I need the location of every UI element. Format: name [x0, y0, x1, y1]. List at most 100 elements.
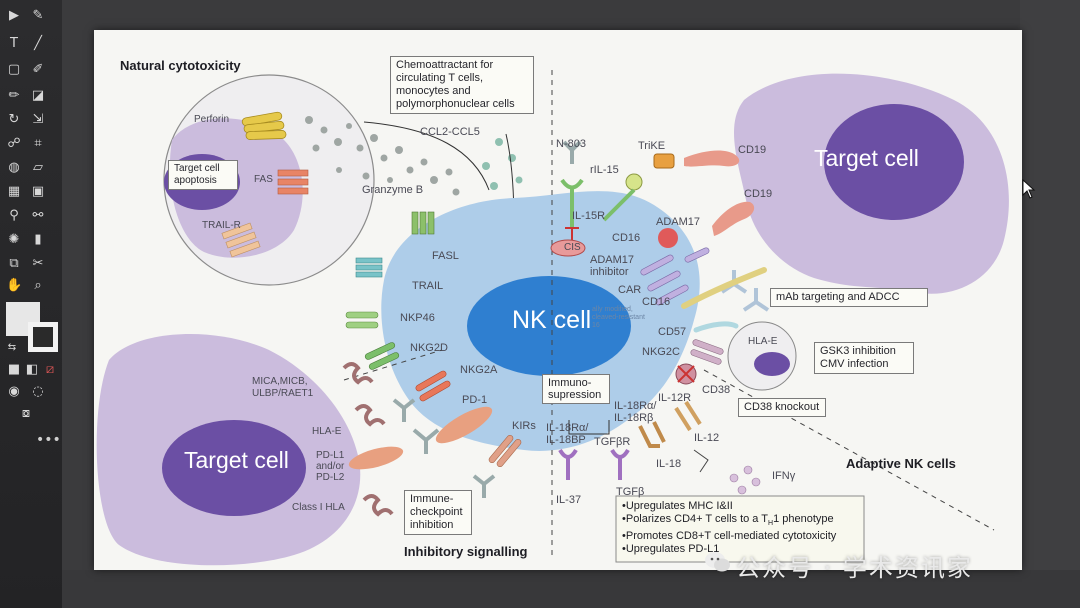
rotate-tool-icon[interactable]: ↻: [8, 112, 20, 127]
cd19-mid: [712, 201, 755, 236]
label-il18: IL-18: [656, 458, 682, 470]
nk-cell-nucleus: [467, 276, 631, 376]
label-n803: N-803: [556, 138, 586, 150]
screen-mode-icon[interactable]: ⧇: [21, 406, 31, 421]
label-trail-r: TRAIL-R: [202, 220, 241, 231]
hla-e-ligand: [354, 404, 386, 427]
y-antibody-left: [392, 398, 416, 422]
label-il12r: IL-12R: [658, 392, 692, 404]
perspective-tool-icon[interactable]: ▱: [33, 160, 43, 175]
nk-cell-label: NK cell: [512, 306, 592, 334]
label-pd1: PD-1: [462, 394, 488, 406]
none-mode-icon[interactable]: ⧄: [45, 362, 55, 377]
label-class1-hla: Class I HLA: [292, 502, 345, 513]
line-tool-icon[interactable]: ╱: [34, 36, 42, 51]
artboard-tool-icon[interactable]: ⧉: [9, 256, 19, 271]
nkg2a-receptor: [415, 370, 451, 402]
more-tools-icon[interactable]: •••: [36, 432, 61, 448]
section-natural-cytotoxicity: Natural cytotoxicity: [120, 58, 241, 73]
figure-illustration[interactable]: [94, 30, 1022, 570]
bullet-1: •Upregulates MHC I&II: [622, 500, 733, 512]
mouse-cursor-icon: [1022, 179, 1036, 199]
type-tool-icon[interactable]: T: [10, 36, 18, 51]
label-nkg2d: NKG2D: [410, 342, 448, 354]
label-il12: IL-12: [694, 432, 720, 444]
label-fas: FAS: [254, 174, 273, 185]
blend-tool-icon[interactable]: ⚯: [32, 208, 44, 223]
artboard[interactable]: Natural cytotoxicity Inhibitory signalli…: [94, 30, 1022, 570]
eraser-tool-icon[interactable]: ◪: [31, 88, 45, 103]
label-cd19-mid: CD19: [744, 188, 773, 200]
label-nkp46: NKP46: [400, 312, 435, 324]
il18r-receptor: [638, 421, 666, 448]
graph-tool-icon[interactable]: ▮: [34, 232, 42, 247]
label-nkg2c: NKG2C: [642, 346, 680, 358]
draw-behind-icon[interactable]: ◌: [32, 384, 44, 399]
cd19-top: [684, 150, 740, 167]
gradient-tool-icon[interactable]: ▣: [31, 184, 45, 199]
pd1-receptor: [435, 406, 493, 444]
mab-targeting-box: mAb targeting and ADCC: [770, 288, 928, 307]
checkpoint-box: Immune- checkpoint inhibition: [404, 490, 472, 535]
trail-r-receptor: [221, 222, 261, 258]
swap-colors-icon[interactable]: ⇆: [7, 342, 17, 353]
warp-tool-icon[interactable]: ☍: [7, 136, 21, 151]
tools-panel: ▶ ✎ T ╱ ▢ ✐ ✏ ◪ ↻ ⇲ ☍ ⌗ ◍ ▱ ▦ ▣ ⚲ ⚯ ✺ ▮ …: [0, 0, 62, 608]
label-il15r: IL-15R: [572, 210, 606, 222]
tgfbr-receptor: [610, 448, 630, 480]
class1-hla-ligand: [362, 494, 394, 517]
stroke-color-swatch[interactable]: [28, 322, 58, 352]
adam17-protease: [658, 228, 678, 248]
ifng-dots: [729, 465, 761, 495]
granzyme-granules: [305, 116, 460, 196]
label-nk-small-text: ally modified, cleaved-resistant 16: [592, 306, 645, 329]
draw-mode-icon[interactable]: ◉: [8, 384, 20, 399]
label-adam17: ADAM17: [656, 216, 701, 228]
rectangle-tool-icon[interactable]: ▢: [7, 62, 21, 77]
pencil-tool-icon[interactable]: ✏: [8, 88, 20, 103]
label-ulbp: ULBP/RAET1: [252, 388, 314, 399]
paintbrush-tool-icon[interactable]: ✐: [32, 62, 44, 77]
mesh-tool-icon[interactable]: ▦: [7, 184, 21, 199]
slice-tool-icon[interactable]: ✂: [32, 256, 44, 271]
free-transform-tool-icon[interactable]: ⌗: [34, 136, 42, 151]
label-perforin: Perforin: [194, 114, 230, 125]
watermark-text: 公众号 · 学术资讯家: [736, 554, 973, 582]
il37-receptor: [558, 448, 578, 480]
chemokine-dots: [482, 138, 523, 190]
gradient-mode-icon[interactable]: ◧: [25, 362, 39, 377]
car-construct: [681, 267, 767, 309]
immuno-bracket: [568, 420, 610, 435]
trike-arm: [602, 188, 636, 222]
bullet-list: •Upregulates MHC I&II •Polarizes CD4+ T …: [622, 500, 836, 556]
section-inhibitory-signalling: Inhibitory signalling: [404, 544, 528, 559]
label-adam17-inhibitor: ADAM17 inhibitor: [590, 254, 635, 278]
right-panel: [1020, 0, 1080, 608]
label-mica: MICA,MICB,: [252, 376, 308, 387]
pd1-antibody: [412, 428, 440, 454]
hand-tool-icon[interactable]: ✋: [6, 278, 23, 293]
trike-node: [625, 173, 643, 191]
label-cis: CIS: [564, 242, 581, 253]
symbol-sprayer-tool-icon[interactable]: ✺: [8, 232, 20, 247]
selection-tool-icon[interactable]: ▶: [9, 8, 19, 23]
label-nkg2a: NKG2A: [460, 364, 498, 376]
scale-tool-icon[interactable]: ⇲: [32, 112, 44, 127]
eyedropper-tool-icon[interactable]: ⚲: [9, 208, 19, 223]
gsk3-cmv-box: GSK3 inhibition CMV infection: [814, 342, 914, 374]
kir-antibody: [472, 474, 496, 498]
color-mode-icon[interactable]: ■: [7, 362, 21, 377]
zoom-tool-icon[interactable]: ⌕: [34, 278, 42, 293]
direct-selection-tool-icon[interactable]: ✎: [32, 8, 44, 23]
nkg2d-receptor: [364, 342, 400, 370]
hla-e-cell-nucleus: [754, 352, 790, 376]
chemoattractant-box: Chemoattractant for circulating T cells,…: [390, 56, 534, 114]
target-cell-bottom-label: Target cell: [184, 447, 289, 473]
kir-receptor: [488, 434, 522, 468]
label-il18ra-a: IL-18Rα/: [614, 400, 657, 412]
section-adaptive-nk: Adaptive NK cells: [846, 456, 956, 471]
label-hla-e-right: HLA-E: [748, 336, 778, 347]
shape-builder-tool-icon[interactable]: ◍: [8, 160, 20, 175]
label-il18rb: IL-18Rβ: [614, 412, 654, 424]
trail-ligand: [355, 257, 383, 278]
